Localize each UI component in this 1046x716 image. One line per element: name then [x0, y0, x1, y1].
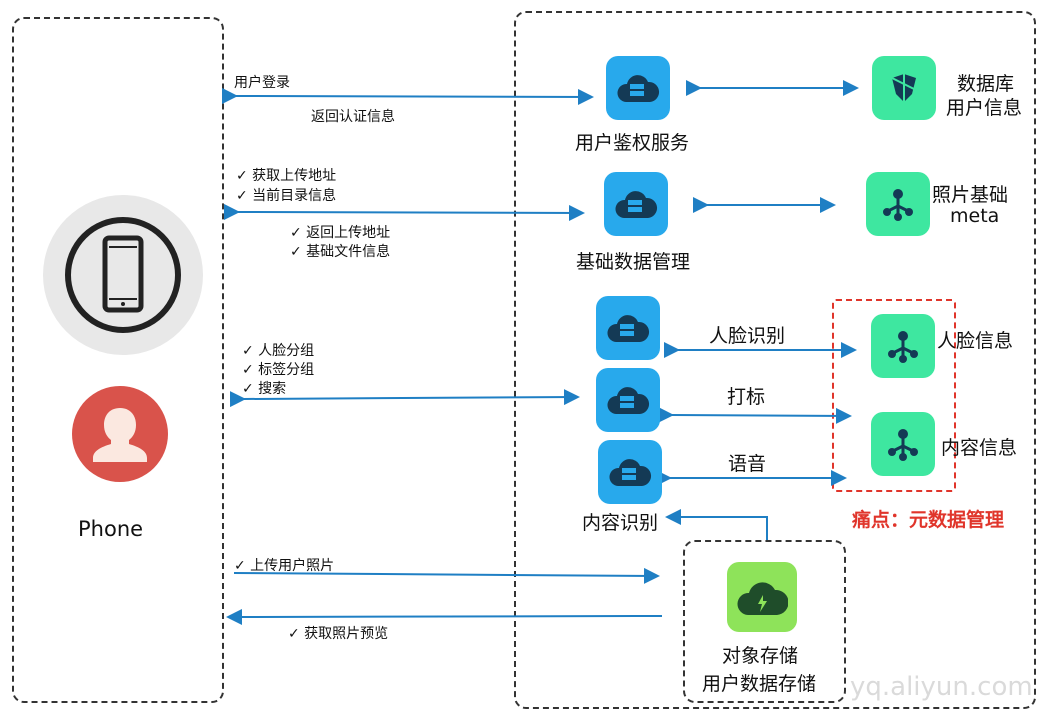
tagging-service-icon	[596, 368, 660, 432]
edge-voice: 语音	[728, 453, 767, 475]
voice-service-icon	[598, 440, 662, 504]
cloud-container	[514, 11, 1036, 709]
edge-get-upload-addr: ✓ 获取上传地址	[236, 168, 337, 184]
basic-data-service-icon	[604, 172, 668, 236]
edge-basic-file-info: ✓ 基础文件信息	[290, 244, 391, 260]
photo-meta-label-line2: meta	[950, 205, 1000, 227]
storage-container	[683, 540, 846, 703]
photo-meta-icon	[866, 172, 930, 236]
edge-tag-group: ✓ 标签分组	[242, 362, 315, 378]
edge-search: ✓ 搜索	[242, 381, 287, 397]
edge-face-recog: 人脸识别	[709, 325, 786, 347]
basic-data-service-label: 基础数据管理	[576, 251, 691, 273]
user-avatar-icon	[72, 386, 168, 482]
object-storage-icon	[727, 562, 797, 632]
edge-return-upload-addr: ✓ 返回上传地址	[290, 225, 391, 241]
auth-service-icon	[606, 56, 670, 120]
edge-face-group: ✓ 人脸分组	[242, 343, 315, 359]
photo-meta-label-line1: 照片基础	[932, 184, 1009, 206]
phone-device-icon	[43, 195, 203, 355]
edge-upload-photo: ✓ 上传用户照片	[234, 558, 335, 574]
face-recog-service-icon	[596, 296, 660, 360]
edge-current-dir: ✓ 当前目录信息	[236, 188, 337, 204]
phone-label: Phone	[78, 517, 144, 541]
pain-point-label: 痛点：元数据管理	[852, 509, 1005, 531]
auth-service-label: 用户鉴权服务	[575, 132, 690, 154]
database-icon	[872, 56, 936, 120]
edge-tagging: 打标	[727, 386, 766, 408]
object-storage-label: 对象存储	[722, 645, 799, 667]
db-label-line2: 用户信息	[946, 97, 1023, 119]
content-recognition-label: 内容识别	[582, 512, 659, 534]
content-info-icon	[871, 412, 935, 476]
user-data-storage-label: 用户数据存储	[702, 673, 817, 695]
content-info-label: 内容信息	[941, 437, 1018, 459]
pain-point-box	[832, 299, 956, 492]
db-label-line1: 数据库	[957, 73, 1015, 95]
face-info-label: 人脸信息	[937, 330, 1014, 352]
edge-login: 用户登录	[234, 75, 290, 91]
phone-container	[12, 17, 224, 703]
edge-auth-return: 返回认证信息	[311, 109, 395, 125]
face-info-icon	[871, 314, 935, 378]
watermark: yq.aliyun.com	[850, 672, 1033, 702]
edge-get-preview: ✓ 获取照片预览	[288, 626, 389, 642]
